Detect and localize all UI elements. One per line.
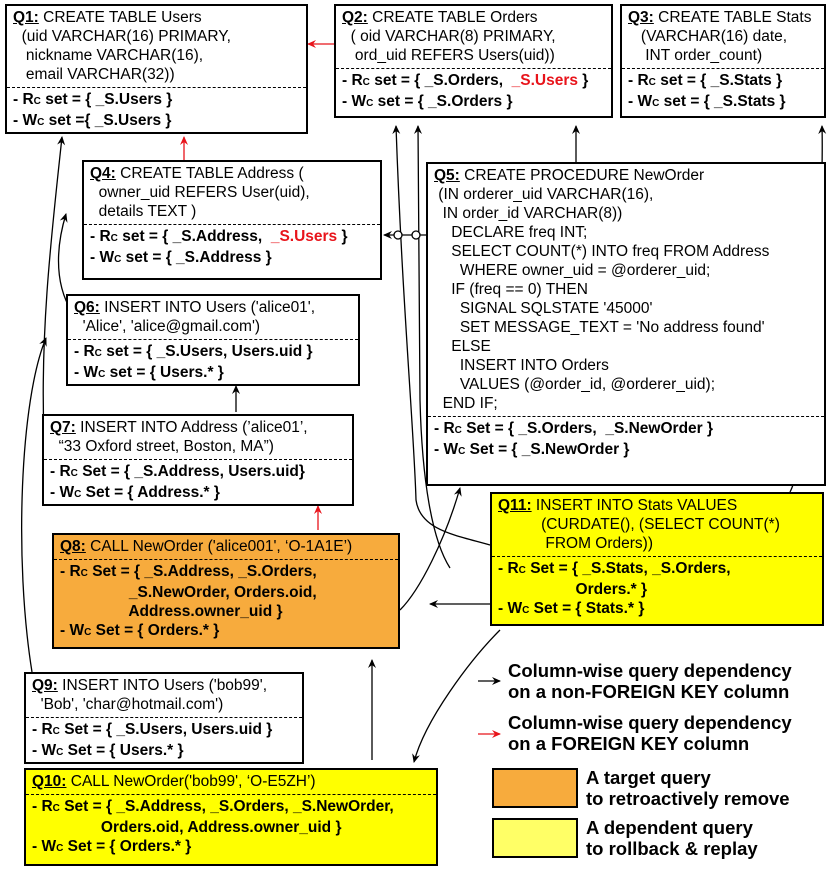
arrow-q11-q10 — [412, 629, 501, 763]
query-box-q4: Q4: CREATE TABLE Address ( owner_uid REF… — [82, 160, 382, 280]
query-box-q5: Q5: CREATE PROCEDURE NewOrder (IN ordere… — [426, 162, 826, 486]
legend-dependent-text-2: to rollback & replay — [586, 838, 758, 859]
q7-sql: Q7: INSERT INTO Address (’alice01’, “33 … — [50, 419, 308, 455]
legend-dependent-text-1: A dependent query — [586, 817, 753, 838]
q11-sql: Q11: INSERT INTO Stats VALUES (CURDATE()… — [498, 497, 780, 552]
q4-sql: Q4: CREATE TABLE Address ( owner_uid REF… — [90, 165, 310, 220]
legend-red-text-2: on a FOREIGN KEY column — [508, 733, 750, 754]
q9-sql: Q9: INSERT INTO Users ('bob99', 'Bob', '… — [32, 677, 268, 713]
query-box-q3: Q3: CREATE TABLE Stats (VARCHAR(16) date… — [620, 4, 826, 118]
arrow-q8-q2 — [414, 125, 451, 569]
q7-id: Q7: — [50, 419, 76, 436]
q10-id: Q10: — [32, 773, 67, 790]
q1-rw: - RC set = { _S.Users } - WC set ={ _S.U… — [7, 87, 306, 134]
arrow-q9-q6 — [21, 337, 47, 673]
query-box-q7: Q7: INSERT INTO Address (’alice01’, “33 … — [42, 414, 354, 506]
legend-black-text-1: Column-wise query dependency — [508, 660, 792, 681]
q10-rw: - RC Set = { _S.Address, _S.Orders, _S.N… — [26, 794, 436, 860]
q2-id: Q2: — [342, 9, 368, 26]
q8-id: Q8: — [60, 538, 86, 555]
q3-sql: Q3: CREATE TABLE Stats (VARCHAR(16) date… — [628, 9, 812, 64]
legend-target-text-1: A target query — [586, 767, 711, 788]
legend-target-text-2: to retroactively remove — [586, 788, 790, 809]
q6-id: Q6: — [74, 299, 100, 316]
query-box-q10-dependent: Q10: CALL NewOrder('bob99', ‘O-E5ZH’) - … — [24, 768, 438, 866]
q2-rw: - RC set = { _S.Orders, _S.Users } - WC … — [336, 68, 611, 115]
q5-sql: Q5: CREATE PROCEDURE NewOrder (IN ordere… — [434, 167, 770, 412]
q9-rw: - RC Set = { _S.Users, Users.uid } - WC … — [26, 717, 302, 764]
arrow-q11-q5 — [392, 125, 491, 546]
q11-rw: - RC Set = { _S.Stats, _S.Orders, Orders… — [492, 556, 822, 622]
q8-sql: Q8: CALL NewOrder ('alice001', ‘O-1A1E’) — [60, 538, 353, 555]
q8-rw: - RC Set = { _S.Address, _S.Orders, _S.N… — [54, 559, 398, 644]
query-box-q2: Q2: CREATE TABLE Orders ( oid VARCHAR(8)… — [334, 4, 613, 118]
q2-sql: Q2: CREATE TABLE Orders ( oid VARCHAR(8)… — [342, 9, 556, 64]
query-box-q11-dependent: Q11: INSERT INTO Stats VALUES (CURDATE()… — [490, 492, 824, 626]
arrow-q8-q5 — [399, 487, 462, 611]
q5-id: Q5: — [434, 167, 460, 184]
q5-rw: - RC Set = { _S.Orders, _S.NewOrder } - … — [428, 416, 824, 463]
legend-dependent-swatch — [492, 818, 578, 858]
q6-sql: Q6: INSERT INTO Users ('alice01', 'Alice… — [74, 299, 316, 335]
query-box-q6: Q6: INSERT INTO Users ('alice01', 'Alice… — [66, 294, 360, 386]
query-box-q9: Q9: INSERT INTO Users ('bob99', 'Bob', '… — [24, 672, 304, 764]
q3-rw: - RC set = { _S.Stats } - WC set = { _S.… — [622, 68, 824, 115]
q1-sql: Q1: CREATE TABLE Users (uid VARCHAR(16) … — [13, 9, 231, 83]
q4-rw: - RC set = { _S.Address, _S.Users } - WC… — [84, 224, 380, 271]
arrow-q7-q1 — [42, 136, 66, 437]
legend-black-text-2: on a non-FOREIGN KEY column — [508, 681, 790, 702]
q4-id: Q4: — [90, 165, 116, 182]
q7-rw: - RC Set = { _S.Address, Users.uid} - WC… — [44, 459, 352, 506]
q3-id: Q3: — [628, 9, 654, 26]
q10-sql: Q10: CALL NewOrder('bob99', ‘O-E5ZH’) — [32, 773, 316, 790]
q11-id: Q11: — [498, 497, 532, 514]
legend-target-swatch — [492, 768, 578, 808]
q9-id: Q9: — [32, 677, 58, 694]
q1-id: Q1: — [13, 9, 39, 26]
query-box-q1: Q1: CREATE TABLE Users (uid VARCHAR(16) … — [5, 4, 308, 134]
q6-rw: - RC set = { _S.Users, Users.uid } - WC … — [68, 339, 358, 386]
legend-red-text-1: Column-wise query dependency — [508, 712, 792, 733]
query-box-q8-target: Q8: CALL NewOrder ('alice001', ‘O-1A1E’)… — [52, 533, 400, 649]
